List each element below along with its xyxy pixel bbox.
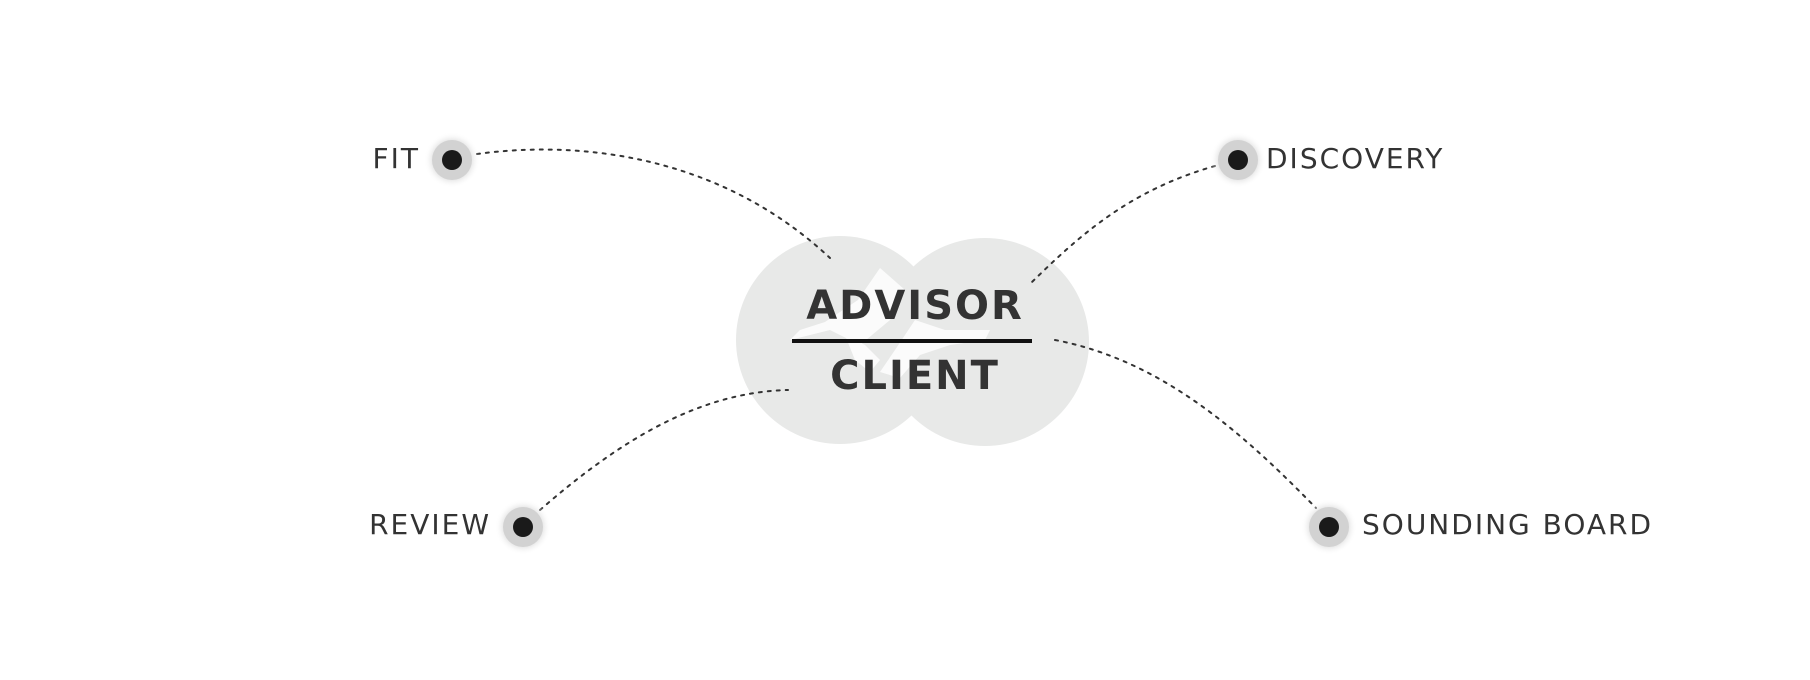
- node-dot-discovery: [1210, 132, 1266, 188]
- node-dot-fit: [424, 132, 480, 188]
- handshake-icon: [790, 268, 990, 378]
- connector-sounding-board: [1054, 339, 1317, 509]
- node-dot-review: [495, 499, 551, 555]
- node-label-fit: FIT: [372, 142, 420, 175]
- connector-review: [539, 389, 789, 511]
- center-label-bottom: CLIENT: [830, 353, 1000, 399]
- connector-discovery: [1031, 165, 1216, 283]
- node-label-review: REVIEW: [369, 508, 491, 541]
- center-label-top: ADVISOR: [806, 283, 1024, 329]
- connector-fit: [476, 148, 831, 259]
- node-label-discovery: DISCOVERY: [1266, 142, 1445, 175]
- node-label-sounding-board: SOUNDING BOARD: [1362, 508, 1654, 541]
- connectors: [476, 148, 1317, 511]
- node-dot-sounding-board: [1301, 499, 1357, 555]
- center-hub: [736, 236, 1089, 446]
